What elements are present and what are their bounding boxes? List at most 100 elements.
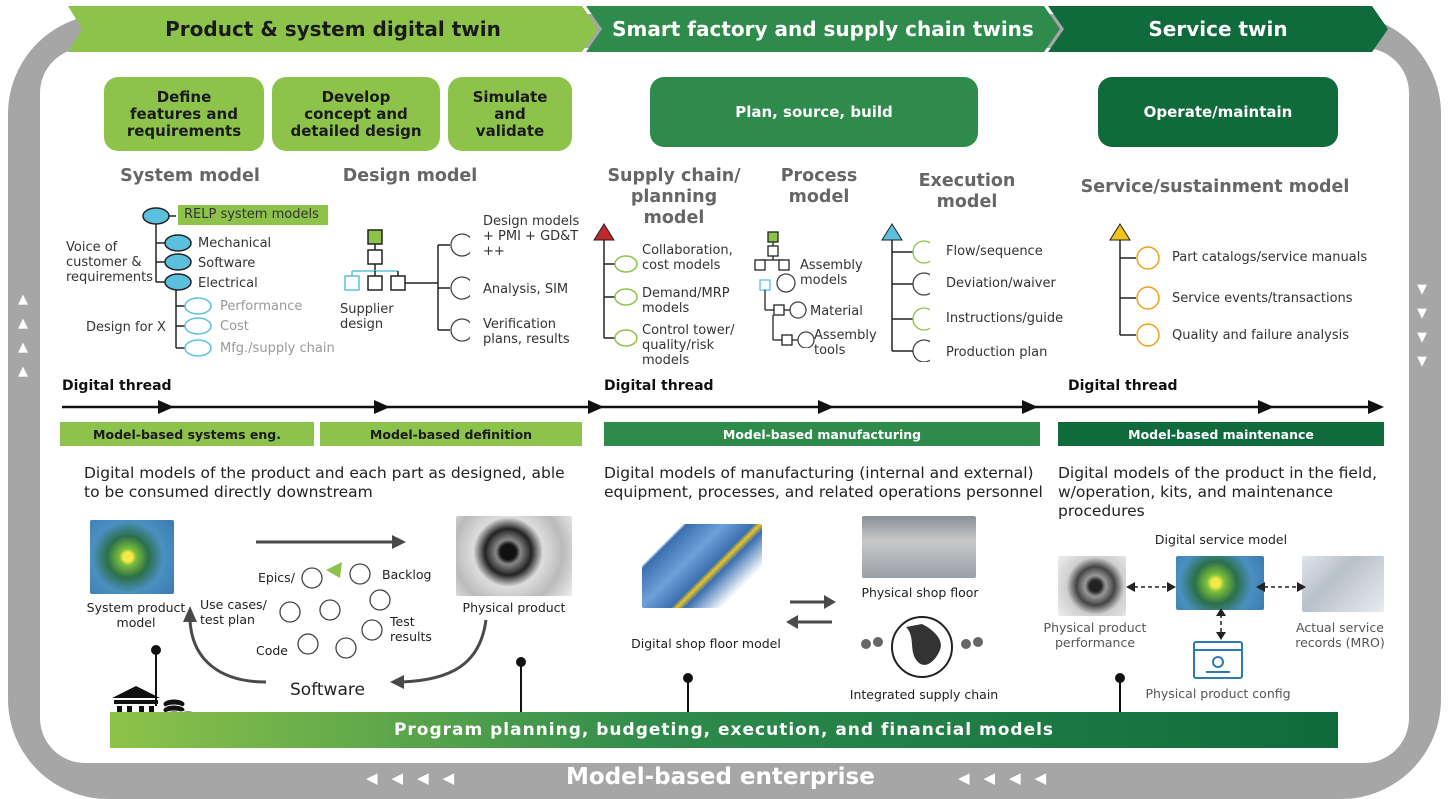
physical-product-label: Physical product xyxy=(462,600,566,615)
band-mbm: Model-based manufacturing xyxy=(604,422,1040,446)
header-product-label: Product & system digital twin xyxy=(165,17,501,41)
performance-label: Performance xyxy=(220,299,303,314)
config-monitor-icon xyxy=(1193,641,1243,679)
design-item-models: Design models + PMI + GD&T ++ xyxy=(483,214,580,259)
system-tree-lines xyxy=(142,207,212,357)
footer-title: Model-based enterprise xyxy=(566,764,875,790)
system-model-title: System model xyxy=(120,166,260,186)
phase-plan: Plan, source, build xyxy=(650,77,978,147)
service-item-quality: Quality and failure analysis xyxy=(1172,328,1350,343)
design-for-x-label: Design for X xyxy=(86,320,166,335)
execution-item-deviation: Deviation/waiver xyxy=(946,276,1056,291)
chevron-shape xyxy=(1048,6,1388,52)
process-item-material: Material xyxy=(810,304,863,319)
design-model-title: Design model xyxy=(342,166,478,186)
physical-product-config-label: Physical product config xyxy=(1145,686,1291,701)
chevron-shape xyxy=(586,6,1060,52)
execution-item-flow: Flow/sequence xyxy=(946,244,1043,259)
service-item-catalogs: Part catalogs/service manuals xyxy=(1172,250,1368,265)
header-service-label: Service twin xyxy=(1148,17,1288,41)
execution-item-production-plan: Production plan xyxy=(946,345,1048,360)
service-description: Digital models of the product in the fie… xyxy=(1058,464,1378,520)
digital-thread-line xyxy=(62,400,1384,414)
exchange-arrows xyxy=(786,595,836,629)
right-down-arrows: ▼▼▼▼ xyxy=(1417,282,1427,369)
supply-item-control-tower: Control tower/ quality/risk models xyxy=(642,323,735,368)
band-mbse: Model-based systems eng. xyxy=(60,422,314,446)
band-mbmaint: Model-based maintenance xyxy=(1058,422,1384,446)
process-item-assembly-models: Assembly models xyxy=(800,258,863,288)
footer-left-arrows: ◀◀◀◀ xyxy=(366,769,469,787)
service-connector-arrows xyxy=(1126,582,1306,640)
execution-item-instructions: Instructions/guide xyxy=(946,311,1064,326)
cycle-epics-label: Epics/ xyxy=(258,570,295,585)
cycle-code-label: Code xyxy=(256,643,289,658)
connector-pins xyxy=(151,645,1125,714)
cycle-backlog-label: Backlog xyxy=(382,567,432,582)
header-factory-label: Smart factory and supply chain twins xyxy=(612,17,1034,41)
product-description: Digital models of the product and each p… xyxy=(84,464,565,501)
cycle-test-results-label: Test results xyxy=(390,614,432,644)
execution-model-title: Execution model xyxy=(918,171,1016,212)
phase-define: Define features and requirements xyxy=(104,77,264,151)
digital-thread-label-1: Digital thread xyxy=(62,378,172,394)
process-tree-lines xyxy=(754,231,815,348)
header-service-twin: Service twin xyxy=(1048,6,1388,52)
physical-product-performance-label: Physical product performance xyxy=(1043,620,1147,650)
supply-tree-lines xyxy=(593,223,638,347)
supply-item-collaboration: Collaboration, cost models xyxy=(642,243,733,273)
cost-label: Cost xyxy=(220,319,249,334)
voice-of-customer-label: Voice of customer & requirements xyxy=(66,240,153,285)
service-tree-lines xyxy=(1109,223,1160,347)
footer-right-arrows: ◀◀◀◀ xyxy=(958,769,1061,787)
software-label: Software xyxy=(290,680,365,700)
service-item-events: Service events/transactions xyxy=(1172,291,1353,306)
supplier-design-label: Supplier design xyxy=(340,302,394,332)
phase-operate: Operate/maintain xyxy=(1098,77,1338,147)
software-cycle-graphic xyxy=(183,535,488,689)
supply-model-title: Supply chain/ planning model xyxy=(607,166,741,228)
electrical-label: Electrical xyxy=(198,276,258,291)
physical-product-image xyxy=(456,516,572,596)
physical-shop-floor-image xyxy=(862,516,976,578)
system-product-model-label: System product model xyxy=(86,600,186,630)
physical-product-performance-image xyxy=(1058,556,1126,616)
design-tree-lines xyxy=(344,229,470,342)
band-mbd: Model-based definition xyxy=(320,422,582,446)
process-item-tools: Assembly tools xyxy=(814,328,877,358)
digital-service-model-label: Digital service model xyxy=(1154,532,1288,547)
software-label: Software xyxy=(198,256,256,271)
design-item-analysis: Analysis, SIM xyxy=(483,282,569,297)
factory-description: Digital models of manufacturing (interna… xyxy=(604,464,1043,501)
phase-develop: Develop concept and detailed design xyxy=(272,77,440,151)
system-product-model-image xyxy=(90,520,174,594)
digital-shop-floor-label: Digital shop floor model xyxy=(631,636,781,651)
globe-icon xyxy=(861,616,983,678)
relp-label: RELP system models xyxy=(184,207,319,222)
content-panel xyxy=(40,48,1409,763)
digital-thread-label-2: Digital thread xyxy=(604,378,714,394)
actual-service-records-label: Actual service records (MRO) xyxy=(1295,620,1385,650)
header-factory-twin: Smart factory and supply chain twins xyxy=(586,6,1060,52)
mfg-label: Mfg./supply chain xyxy=(220,341,335,356)
program-planning-label: Program planning, budgeting, execution, … xyxy=(393,720,1055,740)
integrated-supply-chain-label: Integrated supply chain xyxy=(849,687,999,702)
cycle-use-cases-label: Use cases/ test plan xyxy=(200,597,267,627)
service-model-title: Service/sustainment model xyxy=(1080,177,1350,197)
digital-thread-label-3: Digital thread xyxy=(1068,378,1178,394)
left-up-arrows: ▲▲▲▲ xyxy=(18,292,28,379)
digital-service-model-image xyxy=(1176,556,1264,610)
header-product-twin: Product & system digital twin xyxy=(68,6,598,52)
relp-badge xyxy=(178,205,328,225)
chevron-shape xyxy=(68,6,598,52)
program-planning-bar: Program planning, budgeting, execution, … xyxy=(110,712,1338,748)
service-records-image xyxy=(1302,556,1384,612)
mechanical-label: Mechanical xyxy=(198,236,272,251)
digital-shop-floor-image xyxy=(642,524,762,608)
design-item-verification: Verification plans, results xyxy=(483,317,570,347)
physical-shop-floor-label: Physical shop floor xyxy=(861,585,979,600)
supply-item-demand: Demand/MRP models xyxy=(642,286,730,316)
execution-tree-lines xyxy=(881,223,930,362)
phase-simulate: Simulate and validate xyxy=(448,77,572,151)
process-model-title: Process model xyxy=(780,166,858,207)
